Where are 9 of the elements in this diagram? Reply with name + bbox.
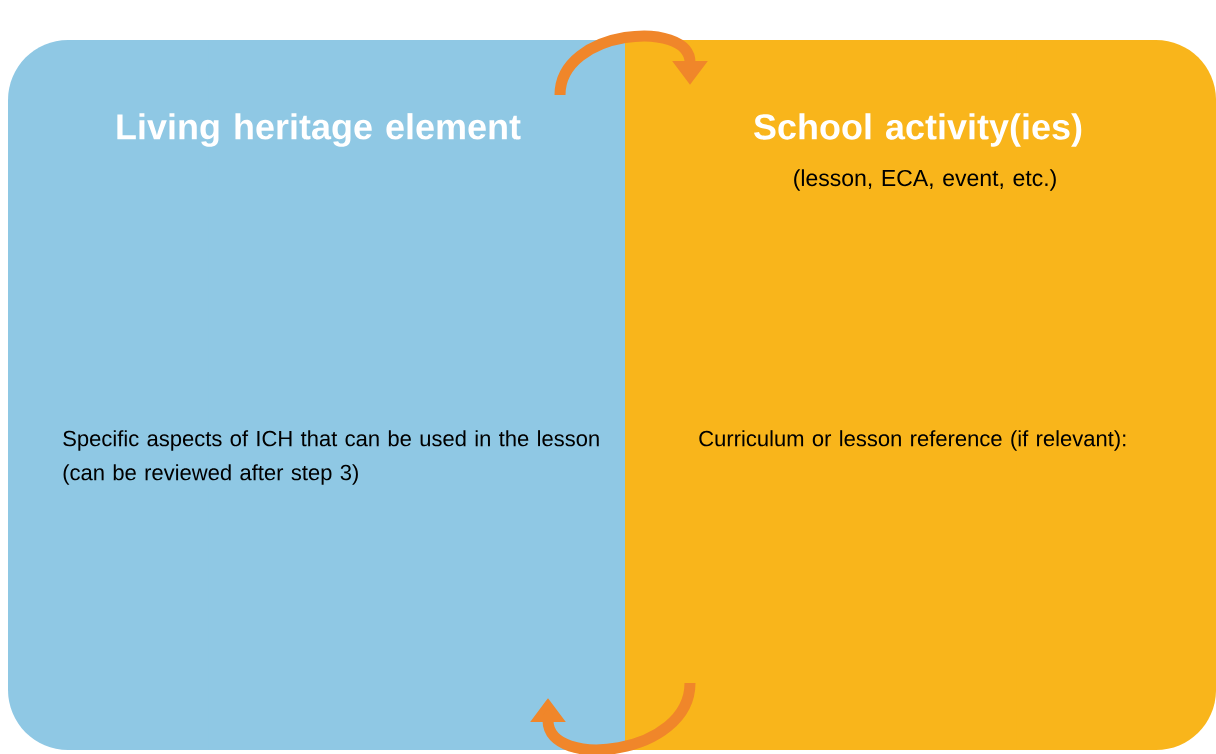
curved-arrow <box>530 682 696 754</box>
heading: Living heritage element <box>117 113 521 147</box>
heading: School activity(ies) <box>754 113 1082 147</box>
subtitle: (lesson, ECA, event, etc.) <box>794 169 1056 191</box>
curved-arrow <box>554 30 708 96</box>
panel <box>625 40 1216 750</box>
panel <box>8 40 625 750</box>
body-text: Curriculum or lesson reference (if relevant): <box>699 430 1126 451</box>
body-text: Specific aspects of ICH that can be used in the lesson (can be reviewed after step 3) <box>63 430 599 485</box>
